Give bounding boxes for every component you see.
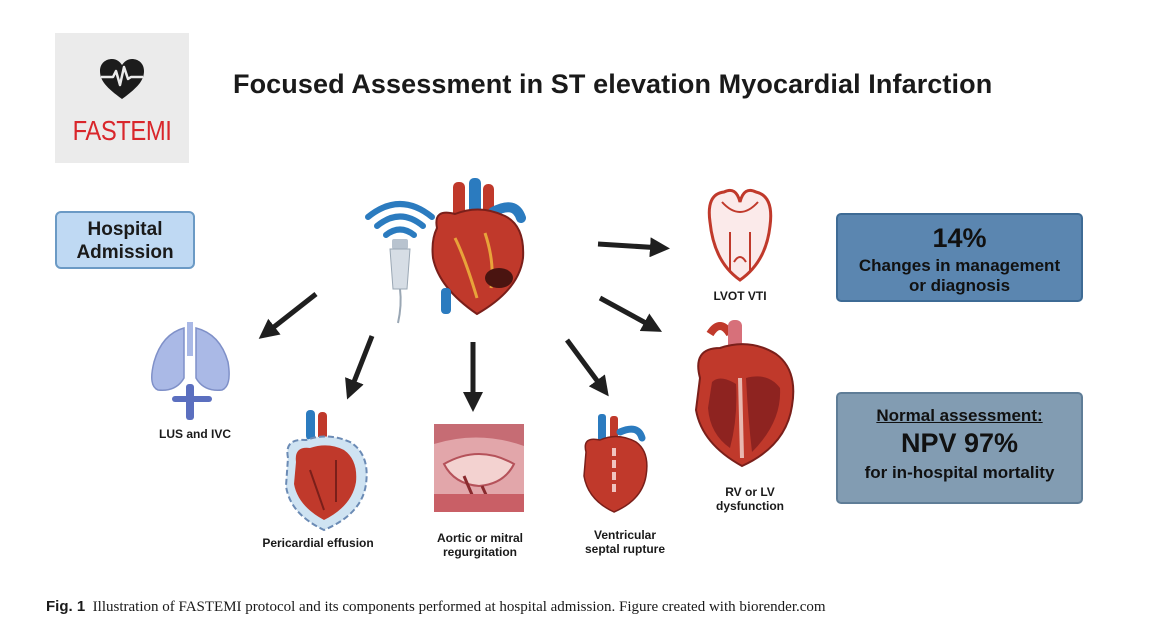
label-aortic-line2: regurgitation — [443, 545, 517, 559]
valve-icon — [434, 424, 524, 512]
admission-line1: Hospital — [87, 219, 163, 240]
label-septal: Ventricular septal rupture — [570, 528, 680, 556]
pericardial-heart-icon — [284, 410, 368, 532]
label-lvot: LVOT VTI — [713, 289, 767, 303]
page-title: Focused Assessment in ST elevation Myoca… — [233, 69, 993, 99]
septal-heart-icon — [583, 414, 648, 513]
heart-illustration — [431, 178, 526, 316]
heart-pulse-icon — [100, 59, 144, 99]
label-pericardial: Pericardial effusion — [262, 536, 374, 550]
npv-heading: Normal assessment: — [876, 406, 1043, 425]
lungs-icon — [151, 322, 230, 420]
npv-line: for in-hospital mortality — [864, 463, 1055, 482]
label-lus: LUS and IVC — [158, 427, 231, 441]
lvot-heart-icon — [707, 188, 773, 282]
label-aortic-line1: Aortic or mitral — [436, 531, 523, 545]
label-septal-line1: Ventricular — [593, 528, 657, 542]
fastemi-logo: FASTEMI — [55, 33, 189, 163]
arrow-to-rvlv — [598, 295, 663, 332]
ultrasound-probe-icon — [365, 201, 435, 324]
management-line1: Changes in management — [858, 256, 1061, 275]
arrow-to-pericardial — [345, 335, 375, 400]
label-rvlv-line1: RV or LV — [725, 485, 775, 499]
management-line2: or diagnosis — [908, 276, 1011, 295]
rvlv-heart-icon — [694, 320, 795, 468]
logo-text: FASTEMI — [72, 115, 172, 146]
npv-value: NPV 97% — [900, 428, 1019, 458]
arrow-to-lvot — [597, 237, 670, 258]
label-septal-line2: septal rupture — [584, 542, 665, 556]
label-rvlv: RV or LV dysfunction — [700, 485, 800, 513]
caption-text: Illustration of FASTEMI protocol and its… — [92, 599, 826, 615]
caption-label: Fig. 1 — [46, 598, 86, 615]
label-aortic: Aortic or mitral regurgitation — [425, 531, 535, 559]
admission-line2: Admission — [76, 242, 174, 263]
label-rvlv-line2: dysfunction — [716, 499, 784, 513]
arrow-to-septal — [564, 338, 609, 397]
arrow-to-lus — [258, 292, 318, 339]
figure-caption: Fig. 1 Illustration of FASTEMI protocol … — [46, 598, 826, 616]
management-percent: 14% — [932, 223, 987, 253]
npv-box: Normal assessment: NPV 97% for in-hospit… — [836, 392, 1083, 504]
hospital-admission-box: Hospital Admission — [55, 211, 195, 269]
management-box: 14% Changes in management or diagnosis — [836, 213, 1083, 302]
